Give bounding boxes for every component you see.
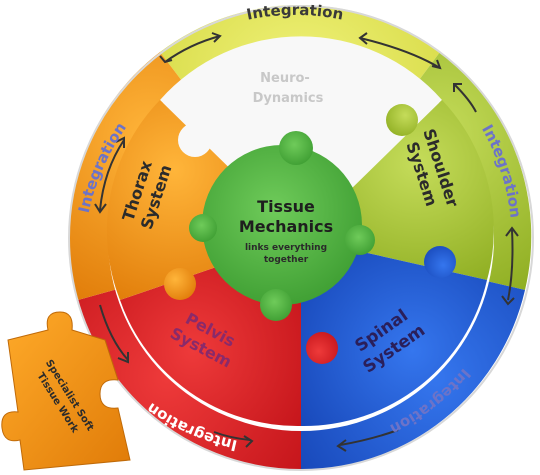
tab-shoulder-neuro — [386, 104, 418, 136]
integration-arrows — [94, 32, 519, 452]
center-title-line1: Tissue — [257, 197, 315, 216]
center-body — [202, 145, 362, 305]
tab-thorax-pelvis — [164, 268, 196, 300]
center-label: Tissue Mechanics links everything togeth… — [239, 197, 333, 265]
arrow-left-bottom — [99, 304, 129, 361]
loose-piece-specialist-soft-tissue: Specialist Soft Tissue Work — [1, 311, 131, 471]
arrowhead — [117, 352, 129, 364]
arrow-top-right — [359, 37, 441, 69]
center-tab-right — [345, 225, 375, 255]
arrowhead — [243, 435, 254, 448]
tab-spinal-shoulder — [424, 246, 456, 278]
center-piece — [189, 131, 375, 321]
arrowhead — [358, 32, 368, 45]
arrowhead — [94, 203, 107, 214]
arrowhead — [211, 32, 222, 43]
piece-spinal-system — [301, 238, 487, 427]
tab-thorax-neuro — [178, 123, 212, 157]
arrowhead — [501, 295, 515, 306]
center-subtitle-line1: links everything — [245, 243, 327, 253]
arrow-bottom-left — [213, 431, 251, 441]
center-title-line2: Mechanics — [239, 217, 333, 236]
ring-outer-rim — [68, 5, 534, 471]
center-subtitle-line2: together — [264, 255, 309, 265]
arrowhead — [453, 83, 462, 92]
loose-piece-shape — [1, 311, 131, 471]
arrow-right-top — [453, 83, 477, 113]
center-tab-bottom — [260, 289, 292, 321]
arrowhead — [431, 59, 442, 70]
arrowhead — [159, 55, 173, 64]
arrowhead — [115, 136, 125, 148]
arrow-left-top — [99, 139, 125, 211]
neuro-label-line2: Dynamics — [253, 91, 324, 106]
neuro-dynamics-label: Neuro- Dynamics — [253, 71, 324, 106]
center-tab-top — [279, 131, 313, 165]
neuro-label-line1: Neuro- — [260, 71, 310, 86]
center-tab-left — [189, 214, 217, 242]
arrowhead — [336, 439, 347, 452]
arrow-top-left — [164, 35, 221, 63]
arrowhead — [505, 226, 519, 237]
arrow-bottom-right — [339, 429, 399, 446]
tab-pelvis-spinal — [306, 332, 338, 364]
arrow-right-bottom — [507, 229, 514, 301]
